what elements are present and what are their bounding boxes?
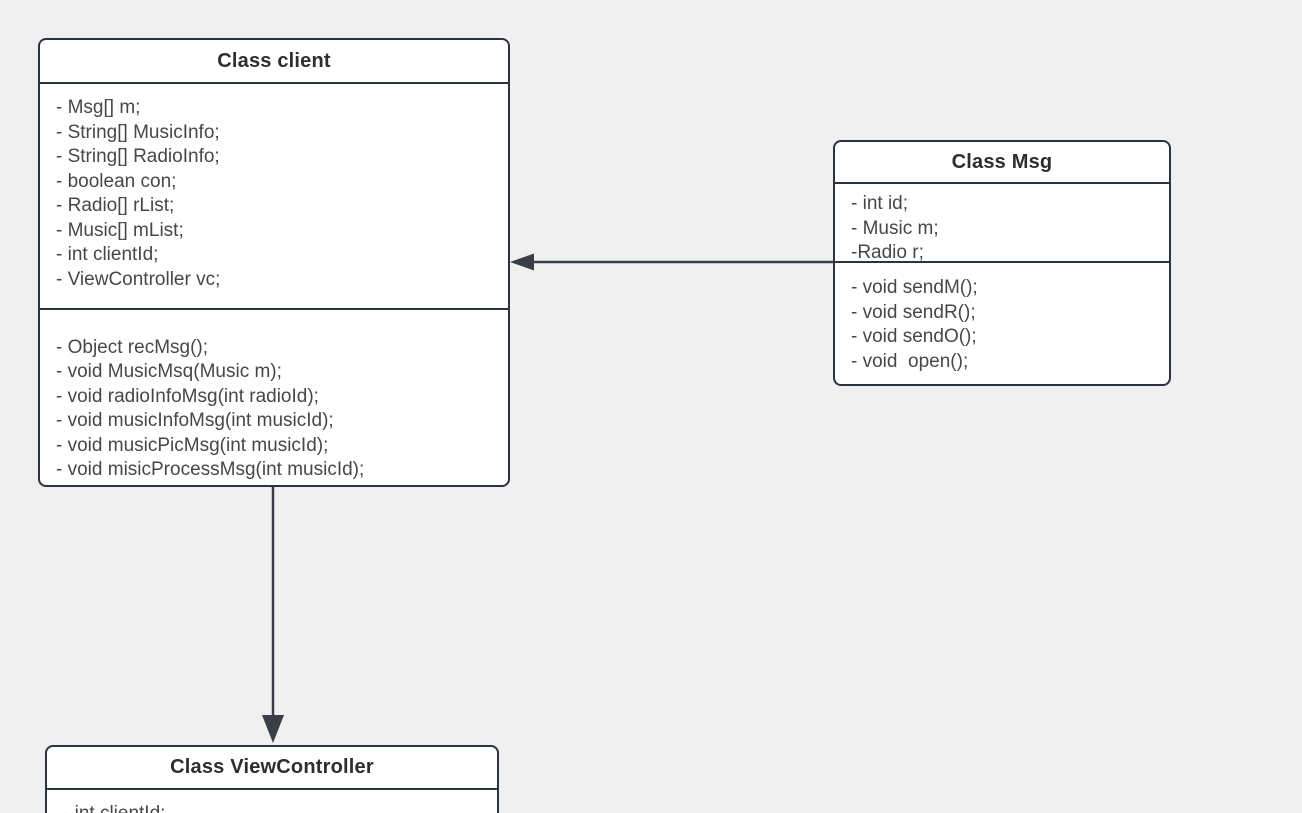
method-line: - void musicInfoMsg(int musicId); <box>56 410 334 431</box>
methods-section-client: - Object recMsg(); - void MusicMsq(Music… <box>40 310 508 486</box>
method-line: - void MusicMsq(Music m); <box>56 361 282 382</box>
attribute-line: - String[] MusicInfo; <box>56 121 220 143</box>
attribute-line: - Radio[] rList; <box>56 195 175 216</box>
method-line: - void sendR(); <box>851 301 976 323</box>
attributes-section-client: - Msg[] m; - String[] MusicInfo; - Strin… <box>40 84 508 310</box>
attribute-line: - boolean con; <box>56 170 177 192</box>
arrowhead-down-icon <box>262 715 284 743</box>
arrow-client-to-viewcontroller[interactable] <box>262 487 284 743</box>
class-box-viewcontroller[interactable]: Class ViewController - int clientId; <box>45 745 499 813</box>
class-box-client[interactable]: Class client - Msg[] m; - String[] Music… <box>38 38 510 487</box>
method-line: - void musicPicMsg(int musicId); <box>56 434 329 456</box>
arrowhead-left-icon <box>510 253 534 271</box>
method-line: - void sendM(); <box>851 277 978 298</box>
class-box-msg[interactable]: Class Msg - int id; - Music m; -Radio r;… <box>833 140 1171 386</box>
attribute-line: - int clientId; <box>63 802 487 813</box>
method-line: - void radioInfoMsg(int radioId); <box>56 385 319 407</box>
attribute-line: - Msg[] m; <box>56 97 141 118</box>
attribute-line: - int id; <box>851 193 909 214</box>
attribute-line: - String[] RadioInfo; <box>56 146 220 167</box>
attribute-line: - int clientId; <box>56 244 159 265</box>
methods-section-msg: - void sendM(); - void sendR(); - void s… <box>835 263 1169 384</box>
method-line: - Object recMsg(); <box>56 336 209 358</box>
arrow-msg-to-client[interactable] <box>510 253 833 271</box>
attribute-line: -Radio r; <box>851 242 924 263</box>
class-title-msg: Class Msg <box>835 142 1169 184</box>
attributes-section-viewcontroller: - int clientId; <box>47 790 497 813</box>
method-line: - void sendO(); <box>851 326 977 347</box>
attribute-line: - Music[] mList; <box>56 219 184 241</box>
attributes-section-msg: - int id; - Music m; -Radio r; <box>835 184 1169 263</box>
class-title-viewcontroller: Class ViewController <box>47 747 497 790</box>
method-line: - void open(); <box>851 350 969 372</box>
attribute-line: - ViewController vc; <box>56 268 221 290</box>
method-line: - void misicProcessMsg(int musicId); <box>56 459 365 480</box>
attribute-line: - Music m; <box>851 217 939 239</box>
class-title-client: Class client <box>40 40 508 84</box>
